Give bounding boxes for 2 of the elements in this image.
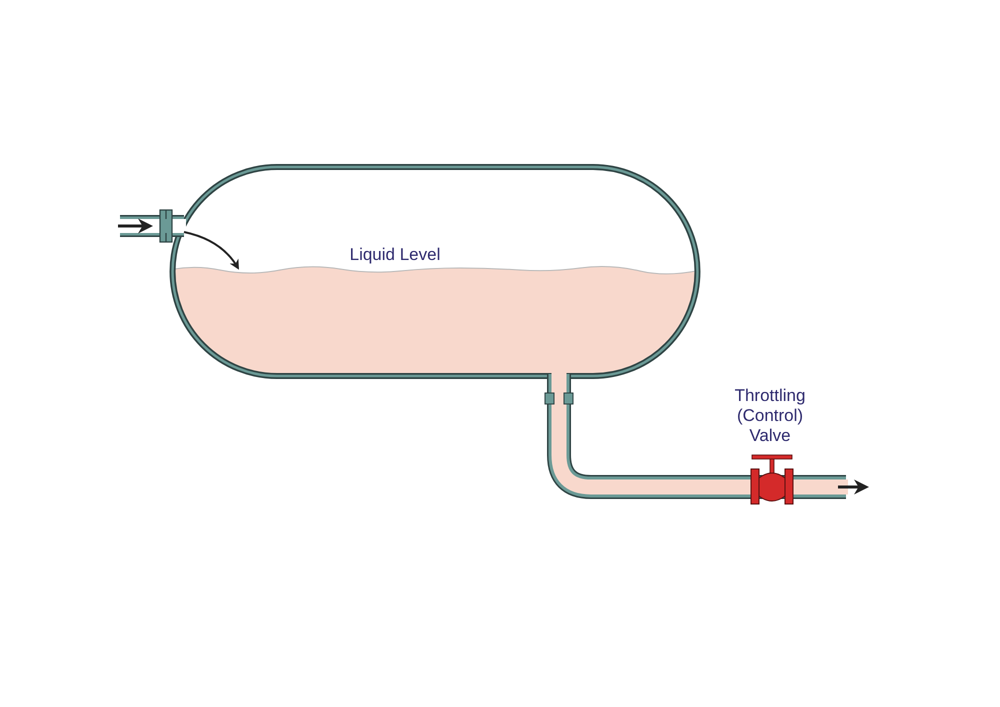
part-label: Liquid Level bbox=[348, 245, 442, 265]
part-label: Throttling (Control) Valve bbox=[734, 386, 806, 446]
